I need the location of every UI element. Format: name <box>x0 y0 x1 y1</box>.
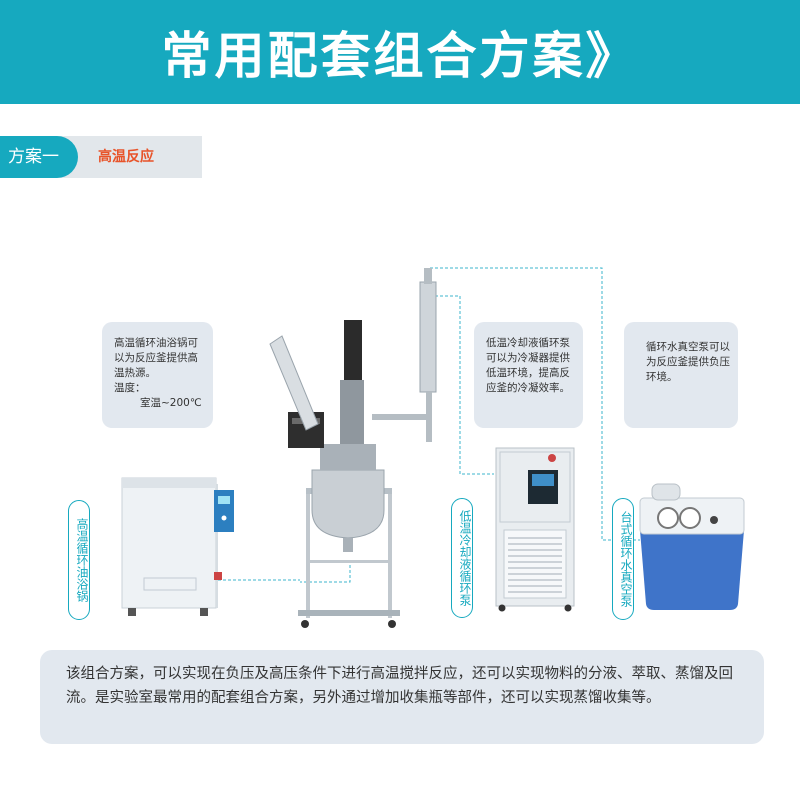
note-line: 室温~200℃ <box>140 397 202 409</box>
oil-bath-note: 高温循环油浴锅可 以为反应釜提供高 温热源。 温度： 室温~200℃ <box>102 322 213 428</box>
note-line: 可以为冷凝器提供 <box>486 352 570 364</box>
vacuum-pump-label: 台式循环水真空泵 <box>612 498 634 620</box>
condenser-icon <box>372 268 437 442</box>
page-title: 常用配套组合方案》 <box>161 27 639 85</box>
chiller-icon <box>495 447 575 612</box>
scheme-description: 该组合方案，可以实现在负压及高压条件下进行高温搅拌反应，还可以实现物料的分液、萃… <box>40 650 764 744</box>
scheme-tab-bar: 方案一 高温反应 <box>0 136 202 178</box>
vacuum-pump-icon <box>639 483 745 610</box>
oil-bath-label: 高温循环油浴锅 <box>68 500 90 620</box>
chiller-label: 低温冷却液循环泵 <box>451 498 473 618</box>
vacuum-note: 循环水真空泵可以 为反应釜提供负压 环境。 <box>624 322 738 428</box>
note-line: 低温冷却液循环泵 <box>486 337 570 349</box>
header-banner: 常用配套组合方案》 <box>0 0 800 104</box>
note-line: 温度： <box>114 382 146 394</box>
reactor-icon <box>269 320 400 628</box>
note-line: 以为反应釜提供高 <box>114 352 198 364</box>
note-line: 低温环境，提高反 <box>486 367 570 379</box>
note-line: 温热源。 <box>114 367 156 379</box>
note-line: 为反应釜提供负压 <box>646 356 730 368</box>
note-line: 环境。 <box>646 371 678 383</box>
note-line: 循环水真空泵可以 <box>646 341 730 353</box>
note-line: 应釜的冷凝效率。 <box>486 382 570 394</box>
note-line: 高温循环油浴锅可 <box>114 337 198 349</box>
scheme-subtitle: 高温反应 <box>98 149 154 165</box>
chiller-note: 低温冷却液循环泵 可以为冷凝器提供 低温环境，提高反 应釜的冷凝效率。 <box>474 322 583 428</box>
oil-bath-icon <box>121 477 234 616</box>
scheme-tab[interactable]: 方案一 <box>0 136 78 178</box>
